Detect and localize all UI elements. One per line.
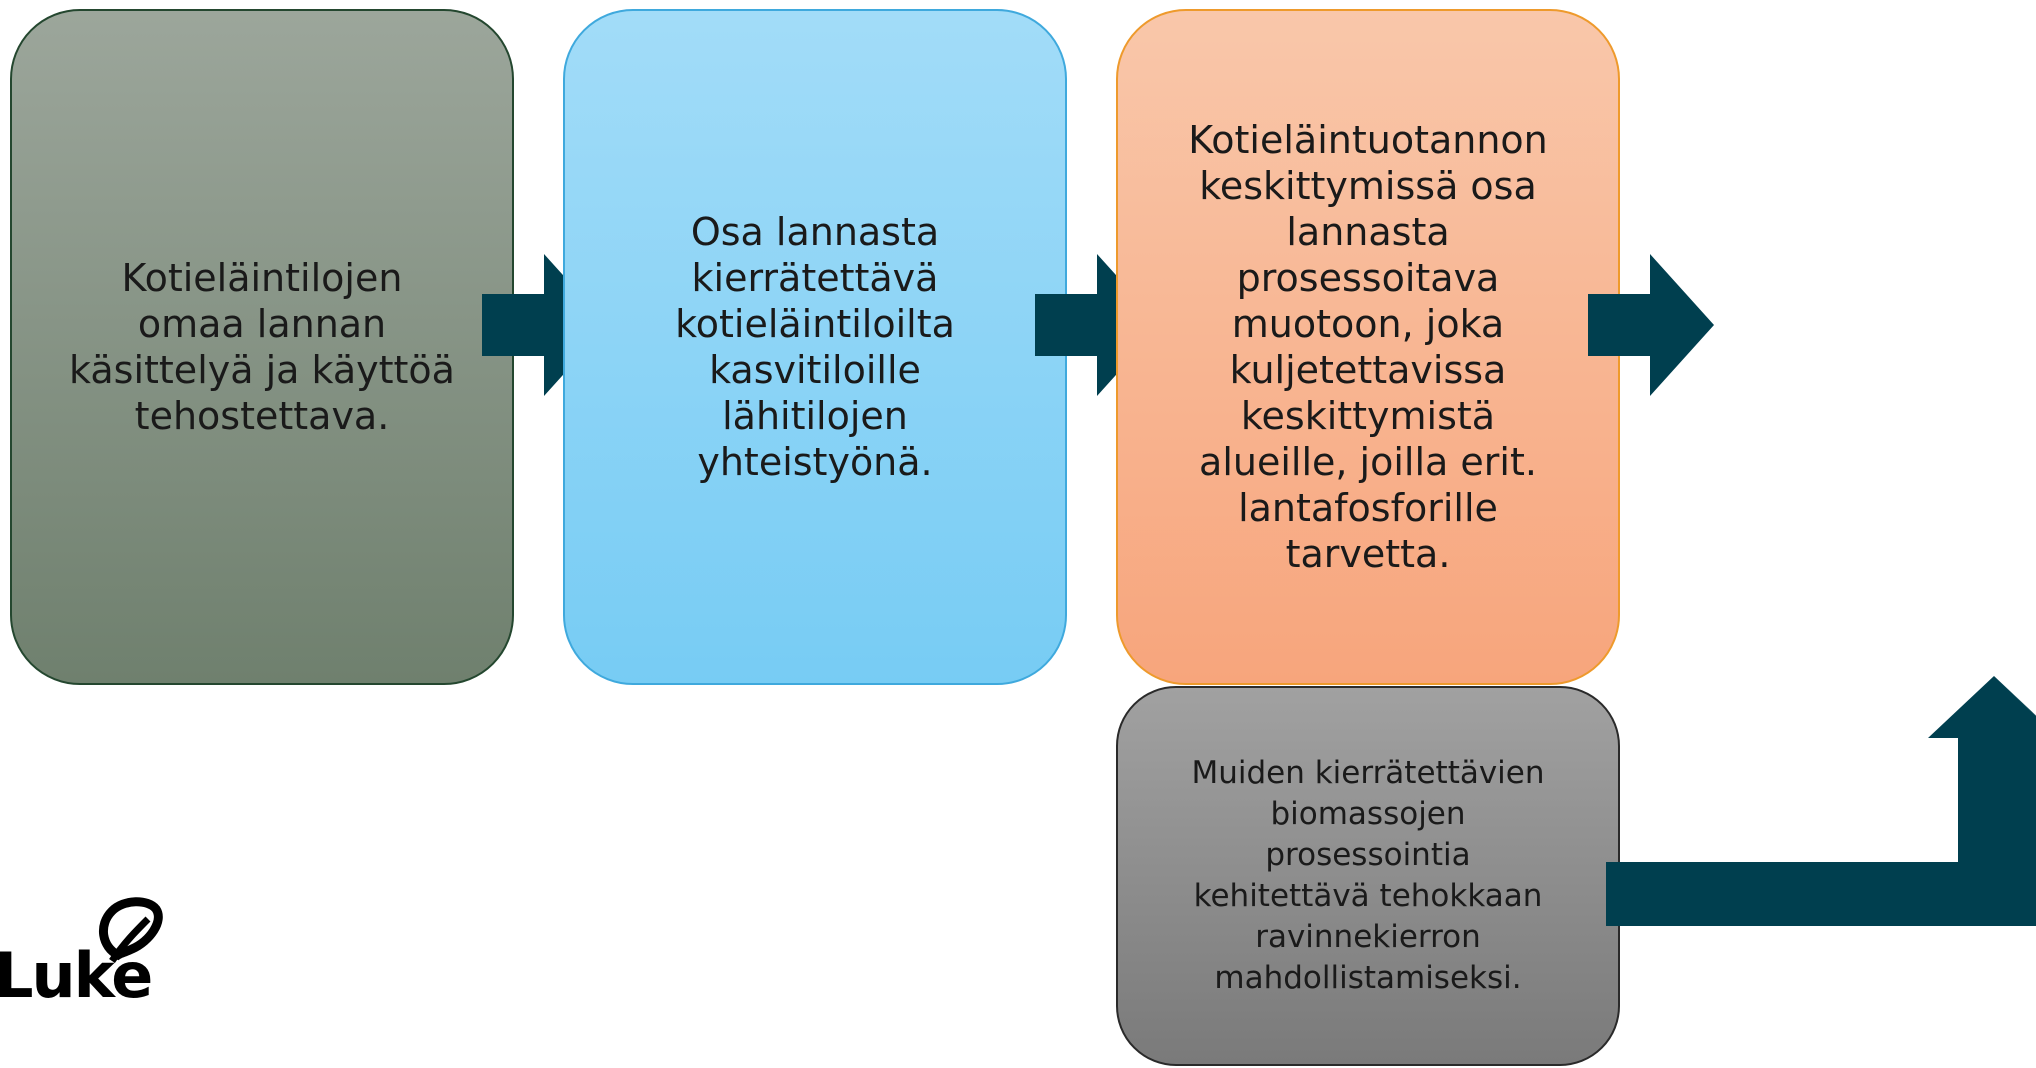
step-text: Kotieläintilojen omaa lannan käsittelyä …	[69, 256, 455, 438]
luke-logo: Luke	[0, 939, 153, 1012]
right-arrow-icon	[482, 254, 608, 396]
step-text: Muiden kierrätettävien biomassojen prose…	[1191, 755, 1545, 996]
right-arrow-icon	[1588, 254, 1714, 396]
step-box-recycling-between-farms: Osa lannasta kierrätettävä kotieläintilo…	[563, 9, 1067, 685]
step-box-other-biomass-processing: Muiden kierrätettävien biomassojen prose…	[1116, 686, 1620, 1066]
step-text: Osa lannasta kierrätettävä kotieläintilo…	[675, 210, 955, 484]
right-arrow-icon	[1035, 254, 1161, 396]
step-text: Kotieläintuotannon keskittymissä osa lan…	[1188, 118, 1548, 576]
step-box-farm-manure-handling: Kotieläintilojen omaa lannan käsittelyä …	[10, 9, 514, 685]
leaf-icon	[99, 897, 163, 963]
bent-up-arrow-icon	[1606, 676, 2036, 926]
step-box-manure-processing: Kotieläintuotannon keskittymissä osa lan…	[1116, 9, 1620, 685]
